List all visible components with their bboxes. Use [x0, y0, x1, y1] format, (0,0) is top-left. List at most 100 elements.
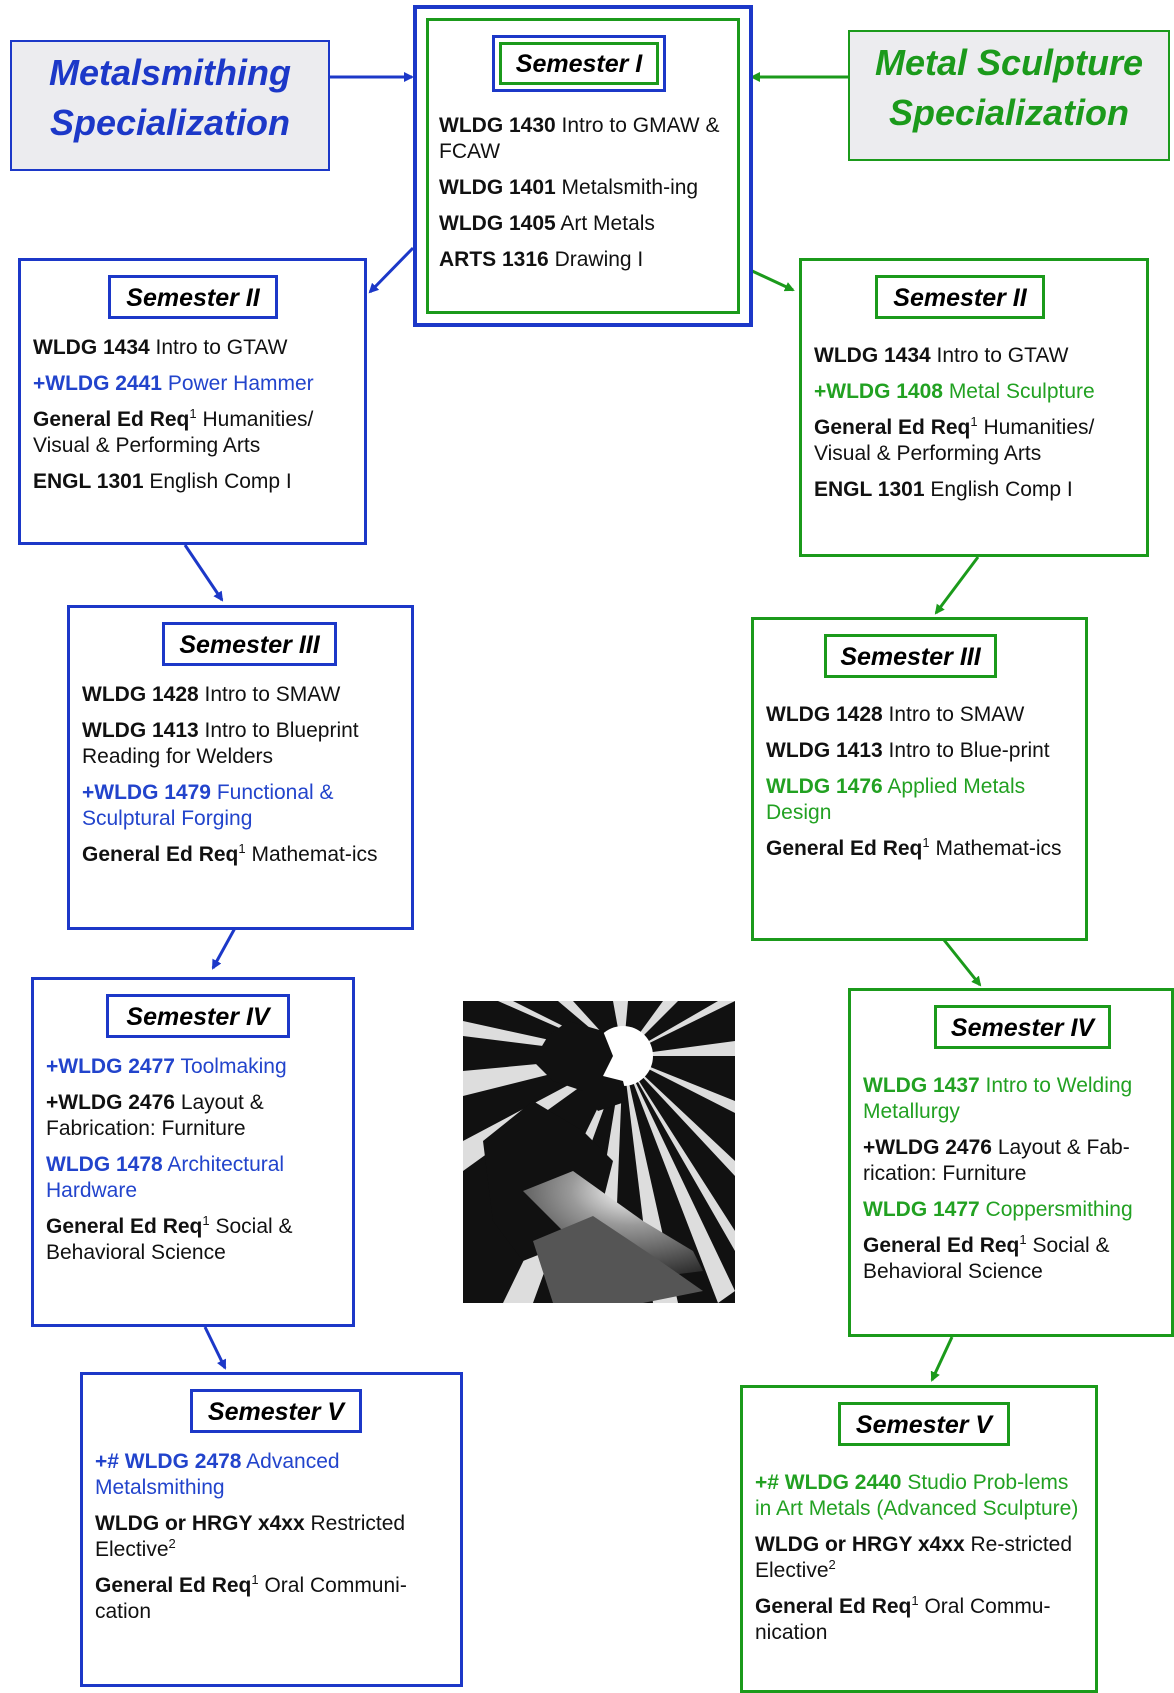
- metalsmithing-title-line1: Metalsmithing: [48, 52, 291, 93]
- semester-1-heading-text: Semester I: [499, 42, 659, 85]
- course-item: General Ed Req1 Humanities/ Visual & Per…: [33, 407, 356, 459]
- sculpt-semester-2-box: Semester II WLDG 1434 Intro to GTAW+WLDG …: [799, 258, 1149, 557]
- course-code: WLDG 1477: [863, 1198, 980, 1221]
- course-title: Intro to GMAW & FCAW: [439, 114, 720, 163]
- course-title: Intro to Blue-print: [888, 739, 1050, 762]
- course-title: Restricted Elective: [95, 1512, 406, 1561]
- sculpture-course-list: WLDG 1437 Intro to Welding Metallurgy +WL…: [863, 1073, 1163, 1295]
- course-item: General Ed Req1 Oral Commu-nication: [755, 1594, 1087, 1646]
- footnote-marker: 1: [970, 414, 978, 429]
- course-title: Mathemat-ics: [935, 837, 1062, 860]
- course-title: English Comp I: [930, 478, 1073, 501]
- course-code: +WLDG 1479: [82, 781, 211, 804]
- course-title: Re-stricted Elective: [755, 1533, 1073, 1582]
- course-item: WLDG 1476 Applied Metals Design: [766, 774, 1077, 826]
- course-title: Oral Commu-nication: [755, 1595, 1051, 1644]
- sculpture-title-line1: Metal Sculpture: [874, 42, 1144, 83]
- course-title: Advanced Metalsmithing: [95, 1450, 340, 1499]
- course-item: +# WLDG 2478 Advanced Metalsmithing: [95, 1449, 452, 1501]
- course-code: WLDG 1437: [863, 1074, 980, 1097]
- course-item: +WLDG 2477 Toolmaking: [46, 1054, 344, 1080]
- course-title: Architectural Hardware: [46, 1153, 285, 1202]
- arrow-sem1-to-metal-sem2: [368, 246, 415, 294]
- course-item: WLDG 1437 Intro to Welding Metallurgy: [863, 1073, 1163, 1125]
- course-title: Functional & Sculptural Forging: [82, 781, 334, 830]
- semester-1-box: Semester I WLDG 1430 Intro to GMAW & FCA…: [413, 5, 753, 327]
- metal-semester-5-box: Semester V +# WLDG 2478 Advanced Metalsmi…: [80, 1372, 463, 1687]
- course-code: +WLDG 2476: [46, 1091, 175, 1114]
- course-item: +WLDG 2441 Power Hammer: [33, 371, 356, 397]
- footnote-marker: 1: [922, 835, 930, 850]
- course-title: Applied Metals Design: [766, 775, 1026, 824]
- metalsmithing-semester-heading: Semester III: [162, 622, 337, 666]
- course-item: WLDG 1430 Intro to GMAW & FCAW: [439, 113, 729, 165]
- course-code: +# WLDG 2478: [95, 1450, 242, 1473]
- course-code: General Ed Req: [46, 1215, 203, 1238]
- course-code: WLDG 1430: [439, 114, 556, 137]
- course-code: WLDG 1428: [766, 703, 883, 726]
- footnote-marker: 1: [202, 1213, 210, 1228]
- course-code: General Ed Req: [755, 1595, 912, 1618]
- course-item: WLDG 1477 Coppersmithing: [863, 1197, 1163, 1223]
- metalsmithing-semester-heading: Semester V: [190, 1389, 362, 1433]
- sculpture-semester-heading: Semester IV: [934, 1005, 1111, 1049]
- footnote-marker: 2: [168, 1536, 176, 1551]
- course-code: General Ed Req: [814, 416, 971, 439]
- course-code: +WLDG 2477: [46, 1055, 175, 1078]
- sculpture-semester-heading: Semester II: [875, 275, 1045, 319]
- course-title: Oral Communi-cation: [95, 1574, 407, 1623]
- course-title: Social & Behavioral Science: [863, 1234, 1110, 1283]
- course-title: Intro to GTAW: [936, 344, 1069, 367]
- metal-semester-4-box: Semester IV+WLDG 2477 Toolmaking+WLDG 24…: [31, 977, 355, 1327]
- course-code: +WLDG 2476: [863, 1136, 992, 1159]
- sculpture-course-list: WLDG 1434 Intro to GTAW+WLDG 1408 Metal …: [814, 343, 1138, 513]
- sculpture-semester-heading: Semester V: [838, 1402, 1010, 1446]
- course-title: Layout & Fabrication: Furniture: [46, 1091, 264, 1140]
- course-code: WLDG 1401: [439, 176, 556, 199]
- arrow-metal-sem3-to-sem4: [211, 927, 237, 970]
- arrow-sculpt-sem4-to-sem5: [930, 1336, 954, 1382]
- course-code: WLDG 1428: [82, 683, 199, 706]
- metalsmithing-semester-heading: Semester IV: [106, 994, 290, 1038]
- course-item: +# WLDG 2440 Studio Prob-lems in Art Met…: [755, 1470, 1087, 1522]
- course-code: ENGL 1301: [33, 470, 144, 493]
- course-title: Metalsmith-ing: [561, 176, 699, 199]
- sculpture-title-line2: Specialization: [888, 92, 1130, 133]
- course-title: Intro to Blueprint Reading for Welders: [82, 719, 359, 768]
- arrow-sculpt-sem2-to-sem3: [934, 556, 980, 615]
- course-item: ENGL 1301 English Comp I: [814, 477, 1138, 503]
- course-title: Coppersmithing: [985, 1198, 1133, 1221]
- course-code: WLDG or HRGY x4xx: [95, 1512, 305, 1535]
- course-code: General Ed Req: [82, 843, 239, 866]
- course-code: General Ed Req: [33, 408, 190, 431]
- course-title: Studio Prob-lems in Art Metals (Advanced…: [755, 1471, 1079, 1520]
- course-code: +# WLDG 2440: [755, 1471, 902, 1494]
- semester-1-inner: Semester I WLDG 1430 Intro to GMAW & FCA…: [426, 18, 740, 314]
- arrow-sculpt-sem3-to-sem4: [942, 939, 982, 987]
- course-title: Metal Sculpture: [948, 380, 1095, 403]
- course-item: General Ed Req1 Humanities/ Visual & Per…: [814, 415, 1138, 467]
- course-code: WLDG 1434: [33, 336, 150, 359]
- course-code: WLDG 1413: [766, 739, 883, 762]
- course-item: ENGL 1301 English Comp I: [33, 469, 356, 495]
- course-title: Humanities/ Visual & Performing Arts: [33, 408, 314, 457]
- footnote-marker: 1: [251, 1572, 259, 1587]
- course-code: WLDG 1478: [46, 1153, 163, 1176]
- course-item: General Ed Req1 Oral Communi-cation: [95, 1573, 452, 1625]
- sculpture-specialization: Metal Sculpture Specialization: [848, 30, 1170, 161]
- arrow-sem1-to-sculpt-sem2: [749, 268, 795, 292]
- course-title: Social & Behavioral Science: [46, 1215, 293, 1264]
- course-title: Intro to GTAW: [155, 336, 288, 359]
- course-item: General Ed Req1 Social & Behavioral Scie…: [863, 1233, 1163, 1285]
- footnote-marker: 1: [911, 1593, 919, 1608]
- course-title: Humanities/ Visual & Performing Arts: [814, 416, 1095, 465]
- course-code: WLDG or HRGY x4xx: [755, 1533, 965, 1556]
- course-item: WLDG 1428 Intro to SMAW: [82, 682, 403, 708]
- course-item: General Ed Req1 Mathemat-ics: [82, 842, 403, 868]
- course-title: Mathemat-ics: [251, 843, 378, 866]
- course-title: Intro to Welding Metallurgy: [863, 1074, 1133, 1123]
